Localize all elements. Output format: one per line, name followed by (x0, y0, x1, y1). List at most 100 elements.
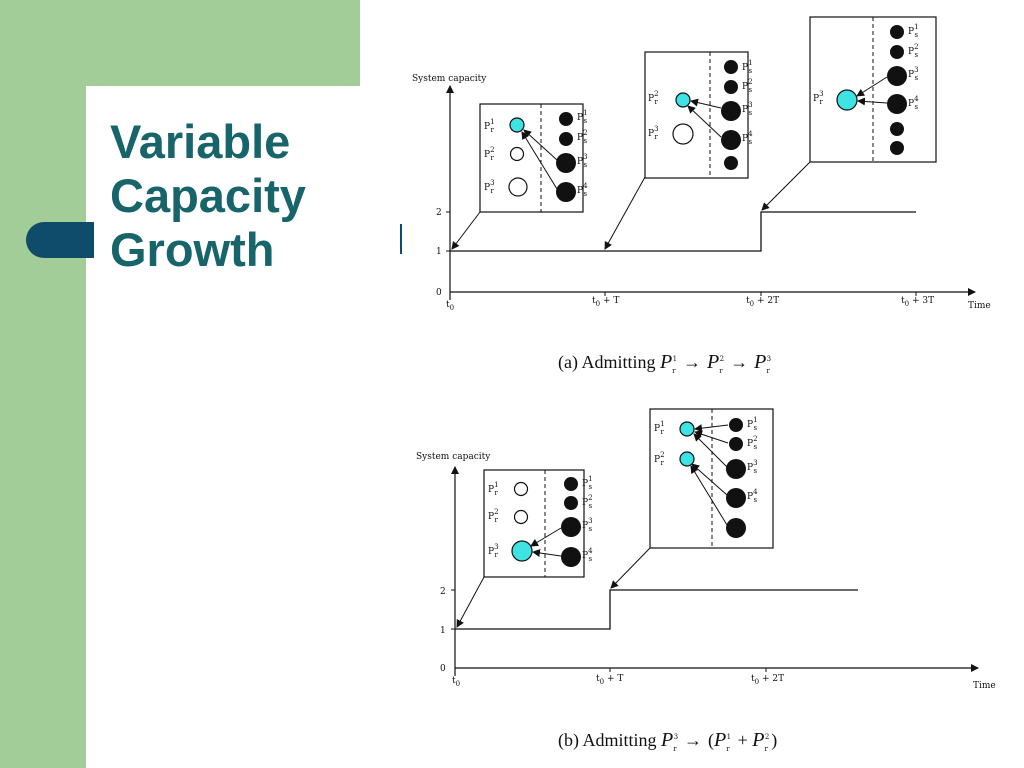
diagram-a-box-3-s-node-4 (887, 94, 907, 114)
title-line-2: Capacity (110, 169, 306, 222)
diagram-b-box-2-s-node-3 (726, 459, 746, 479)
title-line-1: Variable (110, 115, 291, 168)
accent-pill (26, 222, 94, 258)
slide-title: Variable Capacity Growth (110, 115, 380, 277)
diagram-b-box-2-s-node-2 (729, 437, 743, 451)
diagram-a-y-tick-2: 2 (436, 208, 442, 218)
title-panel (86, 86, 386, 768)
diagram-a-caption: (a) Admitting Pr1→Pr2→Pr3 (558, 351, 771, 375)
diagram-a-box-2-s-node-1 (724, 60, 738, 74)
diagram-a-box-1-s-node-4 (556, 182, 576, 202)
title-line-3: Growth (110, 223, 275, 276)
diagram-a-box-3-s-node-3 (887, 66, 907, 86)
diagram-a-x-tick-3: t0 + 3T (901, 296, 934, 308)
diagram-a-box-3-s-node-1 (890, 25, 904, 39)
diagram-b-box-1-r-node-3 (511, 540, 533, 562)
diagram-b-box-1-s-node-4 (561, 547, 581, 567)
diagram-b-box-1-s-node-1 (564, 477, 578, 491)
diagram-a-x-tick-0: t0 (446, 300, 454, 312)
diagram-a-box-3-s-node-5 (890, 122, 904, 136)
diagram-a-box-1-s-node-1 (559, 112, 573, 126)
diagram-b-box-1-r-node-1 (513, 481, 529, 497)
diagram-a-box-2-s-node-3 (721, 101, 741, 121)
diagram-a-box-3-s-node-2 (890, 45, 904, 59)
diagram-a-box-1-r-node-1 (509, 117, 525, 133)
diagram-a-box-1-r-node-3 (508, 177, 528, 197)
diagram-b-box-1-r-node-2 (513, 509, 529, 525)
diagram-b-caption: (b) Admitting Pr3→(Pr1 + Pr2) (558, 729, 777, 753)
diagram-b-box-2-s-node-1 (729, 418, 743, 432)
green-side-strip (0, 0, 86, 768)
diagram-b-x-tick-0: t0 (452, 676, 460, 688)
diagram-b-box-2-s-node-5 (726, 518, 746, 538)
diagram-b-y-tick-1: 1 (440, 626, 446, 636)
diagram-a-box-1-r-node-2 (509, 146, 525, 162)
diagram-b-box-1-s-node-2 (564, 496, 578, 510)
diagram-a-box-2-r-node-2 (672, 123, 694, 145)
diagram-b-pointer-1 (456, 576, 485, 628)
diagram-a-box-1-s-node-2 (559, 132, 573, 146)
diagram-b-y-tick-0: 0 (440, 664, 446, 674)
diagram-a-box-1-s-node-3 (556, 153, 576, 173)
diagram-a-x-tick-2: t0 + 2T (746, 296, 779, 308)
diagram-b-capacity-line (455, 589, 858, 630)
diagram-b-y-axis-title: System capacity (416, 452, 491, 462)
diagram-b-x-tick-2: t0 + 2T (751, 674, 784, 686)
diagram-a-box-3-r-node-1 (836, 89, 858, 111)
diagram-a-pointer-1 (451, 211, 481, 250)
diagram-a-y-axis-title: System capacity (412, 74, 487, 84)
diagram-a: System capacity 0 1 2 t0 t0 + T t0 + 2T … (412, 16, 991, 375)
diagram-a-x-axis-title: Time (968, 301, 991, 311)
diagram-a-y-tick-1: 1 (436, 247, 442, 257)
diagram-b-x-tick-1: t0 + T (596, 674, 623, 686)
diagram-b-box-2-r-node-1 (679, 421, 695, 437)
green-top-band (0, 0, 360, 86)
diagram-a-box-2-s-node-4 (721, 130, 741, 150)
diagram-a-pointer-2 (604, 176, 646, 250)
diagram-a-box-2-r-node-1 (675, 92, 691, 108)
diagram-b-pointer-2 (610, 547, 651, 589)
diagram-b-box-2-r-node-2 (679, 451, 695, 467)
diagram-b-box-1-s-node-3 (561, 517, 581, 537)
diagram-b-y-tick-2: 2 (440, 587, 446, 597)
diagram-a-capacity-line (450, 211, 916, 252)
diagram-b-x-axis-title: Time (973, 681, 996, 691)
diagram-a-pointer-3 (761, 161, 811, 211)
diagram-a-box-2-s-node-2 (724, 80, 738, 94)
diagram-a-x-tick-1: t0 + T (592, 296, 619, 308)
diagram-b: System capacity 0 1 2 t0 t0 + T t0 + 2T … (416, 408, 996, 753)
diagram-a-box-3-s-node-6 (890, 141, 904, 155)
